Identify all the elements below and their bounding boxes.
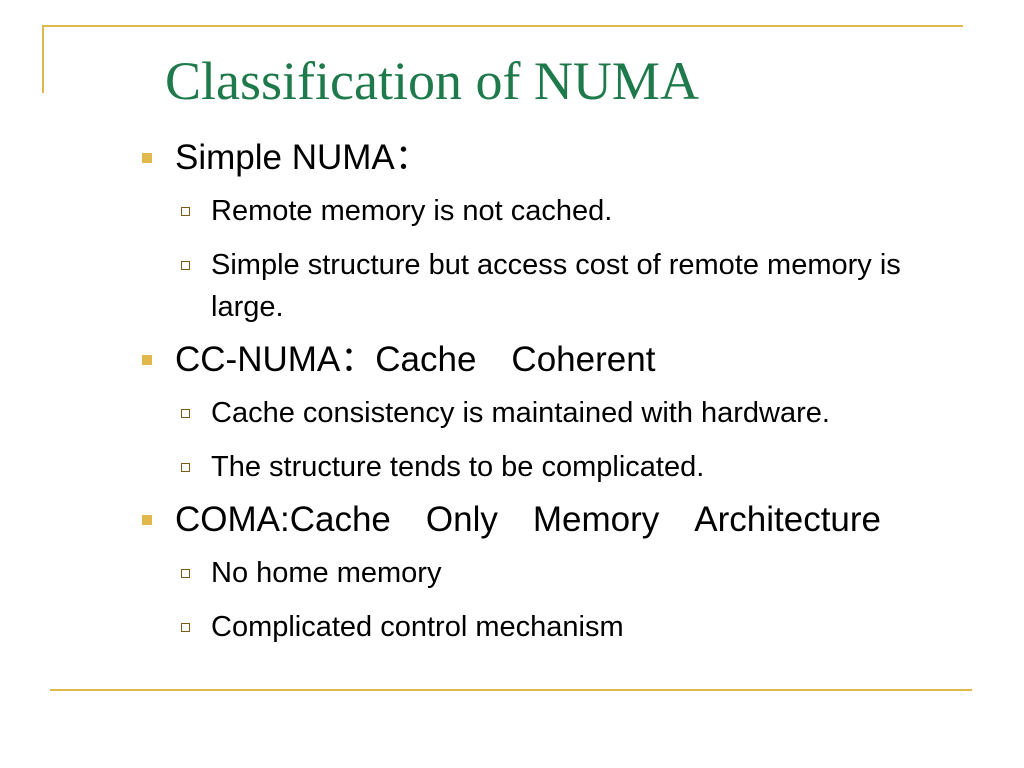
filled-square-bullet-icon [142,515,152,525]
sub-bullet: No home memory [176,552,1010,594]
bullet-text: CC-NUMA：Cache Coherent [175,340,656,379]
bullet-simple-numa: Simple NUMA： [140,136,1010,180]
sub-bullet-text: Remote memory is not cached. [211,195,613,227]
bullet-text: Simple NUMA： [175,138,430,177]
sub-bullet-text: Cache consistency is maintained with har… [211,397,830,429]
hollow-square-bullet-icon [181,623,190,632]
hollow-square-bullet-icon [181,409,190,418]
hollow-square-bullet-icon [181,463,190,472]
sub-bullet: Remote memory is not cached. [176,190,1010,232]
sub-bullet: Simple structure but access cost of remo… [176,244,1010,328]
bullet-cc-numa: CC-NUMA：Cache Coherent [140,338,1010,382]
sub-bullet: The structure tends to be complicated. [176,446,1010,488]
bullet-text: COMA:Cache Only Memory Architecture [175,500,881,539]
hollow-square-bullet-icon [181,569,190,578]
top-rule [42,25,963,27]
hollow-square-bullet-icon [181,261,190,270]
sub-bullet-text: Complicated control mechanism [211,611,624,643]
hollow-square-bullet-icon [181,207,190,216]
bullet-list: Simple NUMA： Remote memory is not cached… [140,136,1010,648]
slide-title: Classification of NUMA [165,51,699,111]
left-rule [42,25,44,93]
sub-bullet-text: No home memory [211,557,442,589]
sub-bullet: Complicated control mechanism [176,606,1010,648]
bullet-coma: COMA:Cache Only Memory Architecture [140,498,1010,542]
sub-bullet-text: Simple structure but access cost of remo… [211,249,901,323]
sub-bullet: Cache consistency is maintained with har… [176,392,1010,434]
bottom-rule [50,689,972,691]
filled-square-bullet-icon [142,153,152,163]
filled-square-bullet-icon [142,355,152,365]
sub-bullet-text: The structure tends to be complicated. [211,451,705,483]
